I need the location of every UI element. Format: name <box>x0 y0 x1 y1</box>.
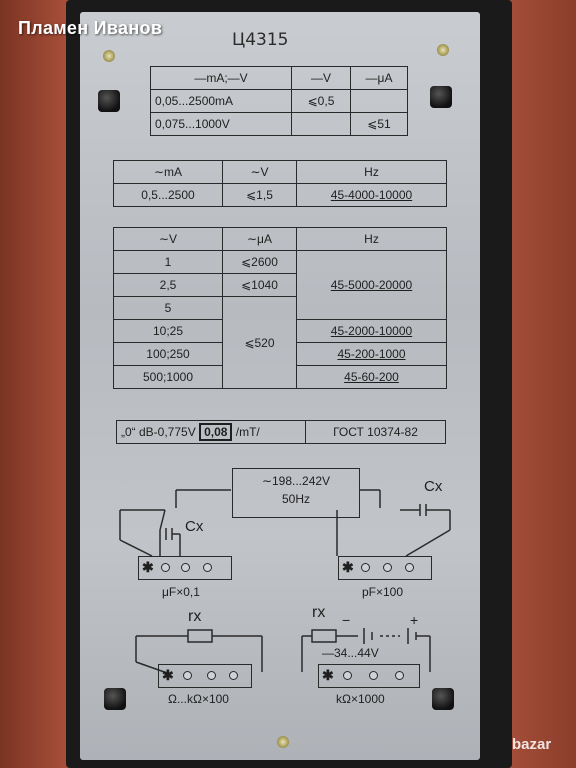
terminal-socket[interactable] <box>203 563 212 572</box>
minus-sign: − <box>342 612 351 628</box>
db-unit: /mT/ <box>235 425 260 439</box>
dc-spec-table: —mA;—V —V —μA 0,05...2500mA ⩽0,5 0,075..… <box>150 66 408 136</box>
table-cell: 0,5...2500 <box>113 183 223 207</box>
asterisk-icon: ✱ <box>162 667 174 683</box>
header-cell: ∼V <box>222 160 297 184</box>
table-cell: 45-2000-10000 <box>296 319 447 343</box>
rx-label: rx <box>188 608 202 625</box>
table-cell: 0,05...2500mA <box>150 89 292 113</box>
header-cell: —μA <box>350 66 408 90</box>
rivet-icon <box>437 44 449 56</box>
terminal-socket[interactable] <box>343 671 352 680</box>
table-cell: 10;25 <box>113 319 223 343</box>
table-cell: 100;250 <box>113 342 223 366</box>
asterisk-icon: ✱ <box>142 559 154 575</box>
brand-watermark: bazar <box>512 736 552 753</box>
screw-icon <box>98 90 120 112</box>
header-cell: ∼mA <box>113 160 223 184</box>
table-cell: 1 <box>113 250 223 274</box>
gost-cell: ГОСТ 10374-82 <box>305 420 446 444</box>
supply-frequency: 50Hz <box>281 492 310 506</box>
screw-icon <box>430 86 452 108</box>
terminal-strip-uf: ✱ <box>138 556 232 580</box>
battery-voltage: —34...44V <box>322 646 379 660</box>
header-cell: ∼μA <box>222 227 297 251</box>
table-cell: 500;1000 <box>113 365 223 389</box>
terminal-socket[interactable] <box>405 563 414 572</box>
terminal-socket[interactable] <box>361 563 370 572</box>
terminal-socket[interactable] <box>395 671 404 680</box>
rivet-icon <box>277 736 289 748</box>
header-cell: Hz <box>296 227 447 251</box>
plus-sign: + <box>410 612 419 628</box>
header-cell: Hz <box>296 160 447 184</box>
terminal-strip-kohm: ✱ <box>318 664 420 688</box>
table-cell: 45-200-1000 <box>296 342 447 366</box>
terminal-strip-ohm: ✱ <box>158 664 252 688</box>
terminal-socket[interactable] <box>383 563 392 572</box>
table-cell: 5 <box>113 296 223 320</box>
terminal-socket[interactable] <box>161 563 170 572</box>
watermark: Пламен Иванов <box>18 18 163 38</box>
table-cell: 45-60-200 <box>296 365 447 389</box>
screw-icon <box>104 688 126 710</box>
db-reference: „0“ dB-0,775V <box>121 425 196 439</box>
ac-current-table: ∼mA ∼V Hz 0,5...2500 ⩽1,5 45-4000-10000 <box>113 160 447 207</box>
header-cell: —mA;—V <box>150 66 292 90</box>
table-cell: 45-4000-10000 <box>296 183 447 207</box>
rivet-icon <box>103 50 115 62</box>
model-number: Ц4315 <box>232 30 289 50</box>
terminal-socket[interactable] <box>183 671 192 680</box>
screw-icon <box>432 688 454 710</box>
ac-voltage-table: ∼V ∼μA Hz 1 ⩽2600 45-5000-20000 2,5 ⩽104… <box>113 227 447 389</box>
header-cell: ∼V <box>113 227 223 251</box>
kohm-label: kΩ×1000 <box>336 692 385 706</box>
terminal-socket[interactable] <box>207 671 216 680</box>
table-cell <box>350 89 408 113</box>
header-cell: —V <box>291 66 351 90</box>
circuit-diagram <box>119 489 451 675</box>
supply-box: ∼198...242V 50Hz <box>232 468 360 518</box>
table-cell: ⩽1,5 <box>222 183 297 207</box>
table-cell: 2,5 <box>113 273 223 297</box>
terminal-socket[interactable] <box>229 671 238 680</box>
cx-label-right: Cx <box>424 478 443 495</box>
table-cell: ⩽51 <box>350 112 408 136</box>
terminal-socket[interactable] <box>369 671 378 680</box>
cx-label: Cx <box>185 518 204 535</box>
rx-label-right: rx <box>312 604 326 621</box>
table-cell: ⩽1040 <box>222 273 297 297</box>
terminal-strip-pf: ✱ <box>338 556 432 580</box>
db-cell: „0“ dB-0,775V 0,08 /mT/ <box>116 420 306 444</box>
uf-label: μF×0,1 <box>162 585 200 599</box>
db-reference-row: „0“ dB-0,775V 0,08 /mT/ ГОСТ 10374-82 <box>116 420 446 444</box>
table-cell: 0,075...1000V <box>150 112 292 136</box>
terminal-socket[interactable] <box>181 563 190 572</box>
db-value: 0,08 <box>199 423 233 441</box>
asterisk-icon: ✱ <box>342 559 354 575</box>
ohm-label: Ω...kΩ×100 <box>168 692 229 706</box>
table-cell <box>291 112 351 136</box>
table-cell: 45-5000-20000 <box>296 250 447 320</box>
asterisk-icon: ✱ <box>322 667 334 683</box>
supply-voltage: ∼198...242V <box>261 474 331 488</box>
table-cell: ⩽2600 <box>222 250 297 274</box>
table-cell: ⩽0,5 <box>291 89 351 113</box>
pf-label: pF×100 <box>362 585 404 599</box>
table-cell: ⩽520 <box>222 296 297 389</box>
